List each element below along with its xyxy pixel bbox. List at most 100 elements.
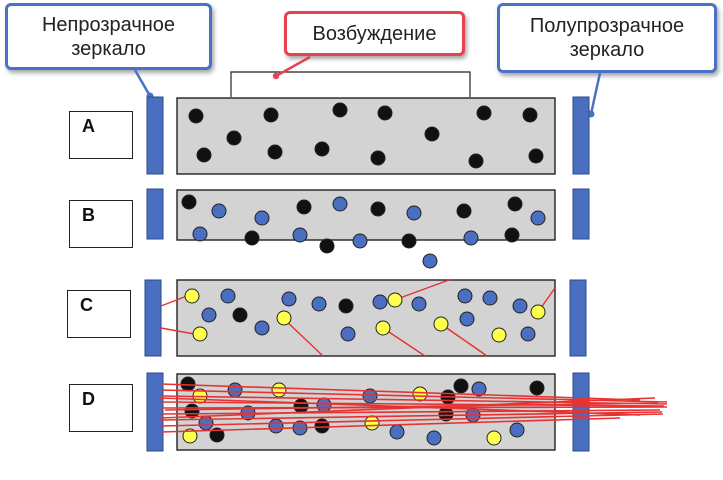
excitation-callout: Возбуждение <box>284 11 465 56</box>
excited-atom <box>530 210 546 226</box>
excited-atom <box>520 326 536 342</box>
stimulated-emission-ray <box>382 327 426 357</box>
opaque-mirror-label: Непрозрачное зеркало <box>41 13 176 60</box>
row-label-b: B <box>69 200 133 248</box>
ground-state-atom <box>232 307 248 323</box>
opaque-mirror <box>146 372 164 452</box>
excited-atom <box>254 320 270 336</box>
excited-atom <box>198 415 214 431</box>
excited-atom <box>457 288 473 304</box>
stimulated-emission-ray <box>160 383 641 401</box>
stimulated-emission-ray <box>159 397 641 416</box>
opaque-mirror <box>146 96 164 175</box>
excited-atom <box>192 226 208 242</box>
excited-atom <box>340 326 356 342</box>
ground-state-atom <box>453 378 469 394</box>
emitted-photon <box>530 304 546 320</box>
ground-state-atom <box>476 105 492 121</box>
stimulated-emission-ray <box>160 417 621 433</box>
excited-atom <box>211 203 227 219</box>
excited-atom <box>471 381 487 397</box>
excitation-pointer <box>275 55 311 78</box>
excited-atom <box>372 294 388 310</box>
ground-state-atom <box>401 233 417 249</box>
emitted-photon <box>375 320 391 336</box>
excited-atom <box>389 424 405 440</box>
row-label-d: D <box>69 384 133 432</box>
opaque-mirror-callout: Непрозрачное зеркало <box>5 3 212 70</box>
ground-state-atom <box>188 108 204 124</box>
excited-atom <box>311 296 327 312</box>
stimulated-emission-ray <box>160 389 668 403</box>
semi-mirror-callout: Полупрозрачное зеркало <box>497 3 717 73</box>
ground-state-atom <box>332 102 348 118</box>
emitted-photon <box>491 327 507 343</box>
excited-atom <box>512 298 528 314</box>
row-label-c: C <box>67 290 131 338</box>
excitation-pointer-dot <box>272 72 280 80</box>
excited-atom <box>254 210 270 226</box>
ground-state-atom <box>314 141 330 157</box>
ground-state-atom <box>468 153 484 169</box>
excited-atom <box>201 307 217 323</box>
emitted-photon <box>486 430 502 446</box>
ground-state-atom <box>456 203 472 219</box>
stimulated-emission-ray <box>160 409 661 415</box>
excited-atom <box>332 196 348 212</box>
excited-atom <box>292 227 308 243</box>
ground-state-atom <box>529 380 545 396</box>
emitted-photon <box>184 288 200 304</box>
emitted-photon <box>364 415 380 431</box>
ground-state-atom <box>226 130 242 146</box>
semi-mirror-pointer <box>589 72 602 115</box>
emitted-photon <box>182 428 198 444</box>
emitted-photon <box>387 292 403 308</box>
emitted-photon <box>276 310 292 326</box>
excited-atom <box>268 418 284 434</box>
excited-atom <box>352 233 368 249</box>
ground-state-atom <box>314 418 330 434</box>
emitted-photon <box>412 386 428 402</box>
ground-state-atom <box>338 298 354 314</box>
ground-state-atom <box>209 427 225 443</box>
stimulated-emission-ray <box>160 395 668 405</box>
ground-state-atom <box>528 148 544 164</box>
excitation-label: Возбуждение <box>312 22 437 45</box>
ground-state-atom <box>196 147 212 163</box>
emitted-photon <box>192 326 208 342</box>
excited-atom <box>509 422 525 438</box>
opaque-mirror <box>144 279 162 357</box>
excited-atom <box>220 288 236 304</box>
excited-atom <box>463 230 479 246</box>
excited-atom <box>482 290 498 306</box>
ground-state-atom <box>263 107 279 123</box>
stimulated-emission-ray <box>396 279 450 300</box>
stimulated-emission-ray <box>440 323 488 357</box>
row-label-a: A <box>69 111 133 159</box>
excitation-bracket <box>230 71 471 97</box>
emitted-photon <box>271 382 287 398</box>
stimulated-emission-ray <box>159 397 656 419</box>
emitted-photon <box>433 316 449 332</box>
stimulated-emission-ray <box>283 318 324 357</box>
excited-atom <box>281 291 297 307</box>
excited-atom <box>459 311 475 327</box>
semi-mirror-label: Полупрозрачное зеркало <box>529 15 685 61</box>
excited-atom <box>406 205 422 221</box>
ground-state-atom <box>296 199 312 215</box>
excited-atom <box>422 253 438 269</box>
ground-state-atom <box>424 126 440 142</box>
stimulated-emission-ray <box>160 401 665 407</box>
ground-state-atom <box>370 201 386 217</box>
semi-transparent-mirror <box>572 188 590 240</box>
excited-atom <box>411 296 427 312</box>
ground-state-atom <box>504 227 520 243</box>
excited-atom <box>227 382 243 398</box>
semi-transparent-mirror <box>569 279 587 357</box>
ground-state-atom <box>522 107 538 123</box>
excited-atom <box>426 430 442 446</box>
ground-state-atom <box>370 150 386 166</box>
excited-atom <box>316 397 332 413</box>
